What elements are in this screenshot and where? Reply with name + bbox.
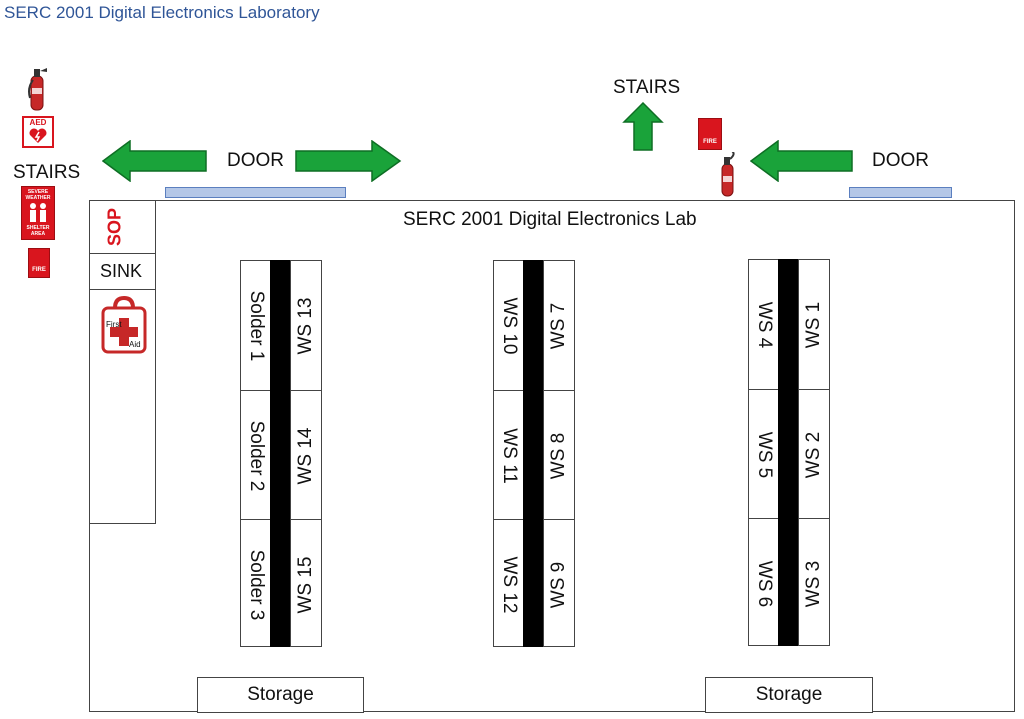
shelter-line-3: SHELTER: [26, 225, 50, 231]
sop-box: SOP: [89, 200, 156, 254]
page-title: SERC 2001 Digital Electronics Laboratory: [4, 3, 320, 22]
bench-right-inner: WS 1 WS 2 WS 3: [798, 259, 830, 646]
fire-alarm-right-label: FIRE: [703, 139, 717, 145]
arrow-left-icon: [102, 140, 207, 182]
station-ws-7: WS 7: [544, 261, 574, 390]
station-solder-2: Solder 2: [241, 390, 271, 520]
station-ws-2: WS 2: [799, 389, 829, 519]
first-aid-label-2: Aid: [129, 340, 141, 349]
bench-middle-inner: WS 7 WS 8 WS 9: [543, 260, 575, 647]
station-solder-1: Solder 1: [241, 261, 271, 390]
door-label-right: DOOR: [872, 150, 929, 171]
door-label-left: DOOR: [227, 150, 284, 171]
station-ws-9: WS 9: [544, 519, 574, 649]
fire-alarm-right-icon: FIRE: [698, 118, 722, 150]
station-label: WS 13: [295, 296, 316, 355]
station-ws-1: WS 1: [799, 260, 829, 389]
station-label: Solder 2: [246, 420, 267, 491]
station-ws-5: WS 5: [749, 389, 779, 519]
station-label: WS 15: [295, 555, 316, 614]
bench-left: Solder 1 Solder 2 Solder 3 WS 13 WS 14 W…: [240, 260, 322, 647]
shelter-line-1: SEVERE: [27, 189, 49, 195]
station-ws-14: WS 14: [291, 390, 321, 520]
station-ws-4: WS 4: [749, 260, 779, 389]
arrow-right-icon: [295, 140, 402, 182]
fire-extinguisher-icon: [28, 68, 47, 111]
room-title: SERC 2001 Digital Electronics Lab: [403, 209, 697, 230]
bench-middle-outer: WS 10 WS 11 WS 12: [493, 260, 525, 647]
bench-right-outer: WS 4 WS 5 WS 6: [748, 259, 780, 646]
station-ws-6: WS 6: [749, 518, 779, 648]
bench-right-divider: [778, 259, 800, 646]
station-ws-13: WS 13: [291, 261, 321, 390]
station-solder-3: Solder 3: [241, 519, 271, 649]
fire-alarm-left-label: FIRE: [32, 267, 46, 273]
fire-extinguisher-icon: [721, 152, 735, 197]
station-label: WS 8: [548, 432, 569, 479]
door-left: [165, 187, 346, 198]
shelter-line-4: AREA: [30, 231, 46, 237]
station-label: Solder 3: [246, 549, 267, 620]
arrow-left-icon: [750, 140, 853, 182]
bench-left-divider: [270, 260, 292, 647]
station-label: WS 6: [754, 560, 775, 607]
station-ws-8: WS 8: [544, 390, 574, 520]
station-label: WS 5: [754, 431, 775, 478]
station-label: Solder 1: [246, 290, 267, 361]
first-aid-kit-graphic: [101, 295, 147, 354]
first-aid-kit-icon: First Aid: [101, 295, 147, 354]
people-icon: [30, 203, 46, 222]
bench-left-inner: WS 13 WS 14 WS 15: [290, 260, 322, 647]
station-label: WS 1: [803, 301, 824, 348]
sink-label: SINK: [100, 261, 143, 281]
bench-right: WS 4 WS 5 WS 6 WS 1 WS 2 WS 3: [748, 259, 830, 646]
arrow-up-icon: [622, 102, 664, 151]
station-ws-12: WS 12: [494, 519, 524, 649]
storage-left: Storage: [197, 677, 364, 713]
fire-alarm-left-icon: FIRE: [28, 248, 50, 278]
station-ws-3: WS 3: [799, 518, 829, 648]
station-label: WS 12: [499, 555, 520, 614]
station-ws-10: WS 10: [494, 261, 524, 390]
station-ws-15: WS 15: [291, 519, 321, 649]
sop-label: SOP: [104, 207, 125, 247]
stairs-label-left: STAIRS: [13, 162, 81, 183]
stairs-label-top: STAIRS: [613, 77, 681, 98]
station-label: WS 2: [803, 431, 824, 478]
sink-box: SINK: [89, 253, 156, 290]
aed-sign: AED: [22, 116, 54, 148]
aed-sign-label: AED: [29, 118, 47, 127]
station-ws-11: WS 11: [494, 390, 524, 520]
bench-left-outer: Solder 1 Solder 2 Solder 3: [240, 260, 272, 647]
bench-middle: WS 10 WS 11 WS 12 WS 7 WS 8 WS 9: [493, 260, 575, 647]
storage-right: Storage: [705, 677, 873, 713]
station-label: WS 11: [499, 427, 520, 484]
first-aid-box: First Aid: [89, 289, 156, 524]
bench-middle-divider: [523, 260, 545, 647]
first-aid-label-1: First: [106, 320, 122, 329]
station-label: WS 10: [499, 296, 520, 355]
station-label: WS 3: [803, 560, 824, 607]
door-right: [849, 187, 952, 198]
heart-icon: [29, 128, 47, 143]
station-label: WS 7: [548, 302, 569, 349]
station-label: WS 4: [754, 301, 775, 348]
shelter-line-2: WEATHER: [25, 195, 51, 201]
station-label: WS 9: [548, 561, 569, 608]
station-label: WS 14: [295, 426, 316, 485]
shelter-area-sign: SEVERE WEATHER SHELTER AREA: [21, 186, 55, 240]
